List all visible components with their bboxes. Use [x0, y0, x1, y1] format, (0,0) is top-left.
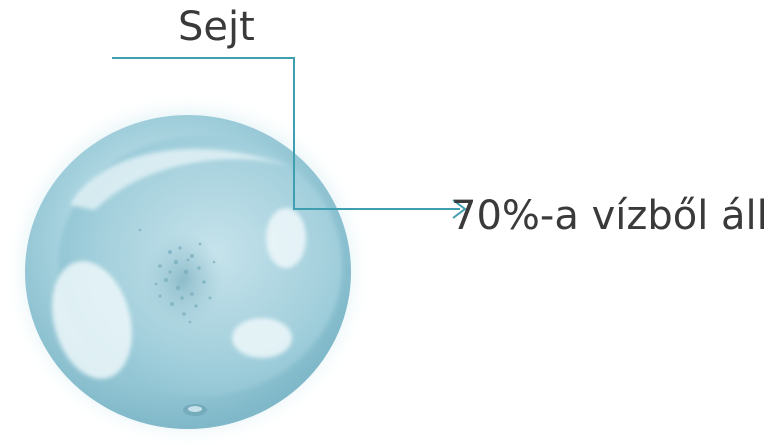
cell-highlight-bottom-right: [232, 318, 292, 358]
cell-title: Sejt: [178, 3, 255, 51]
cell-pore-highlight: [188, 406, 202, 412]
cell-highlight-right: [266, 208, 306, 268]
water-content-label: 70%-a vízből áll: [451, 192, 768, 240]
